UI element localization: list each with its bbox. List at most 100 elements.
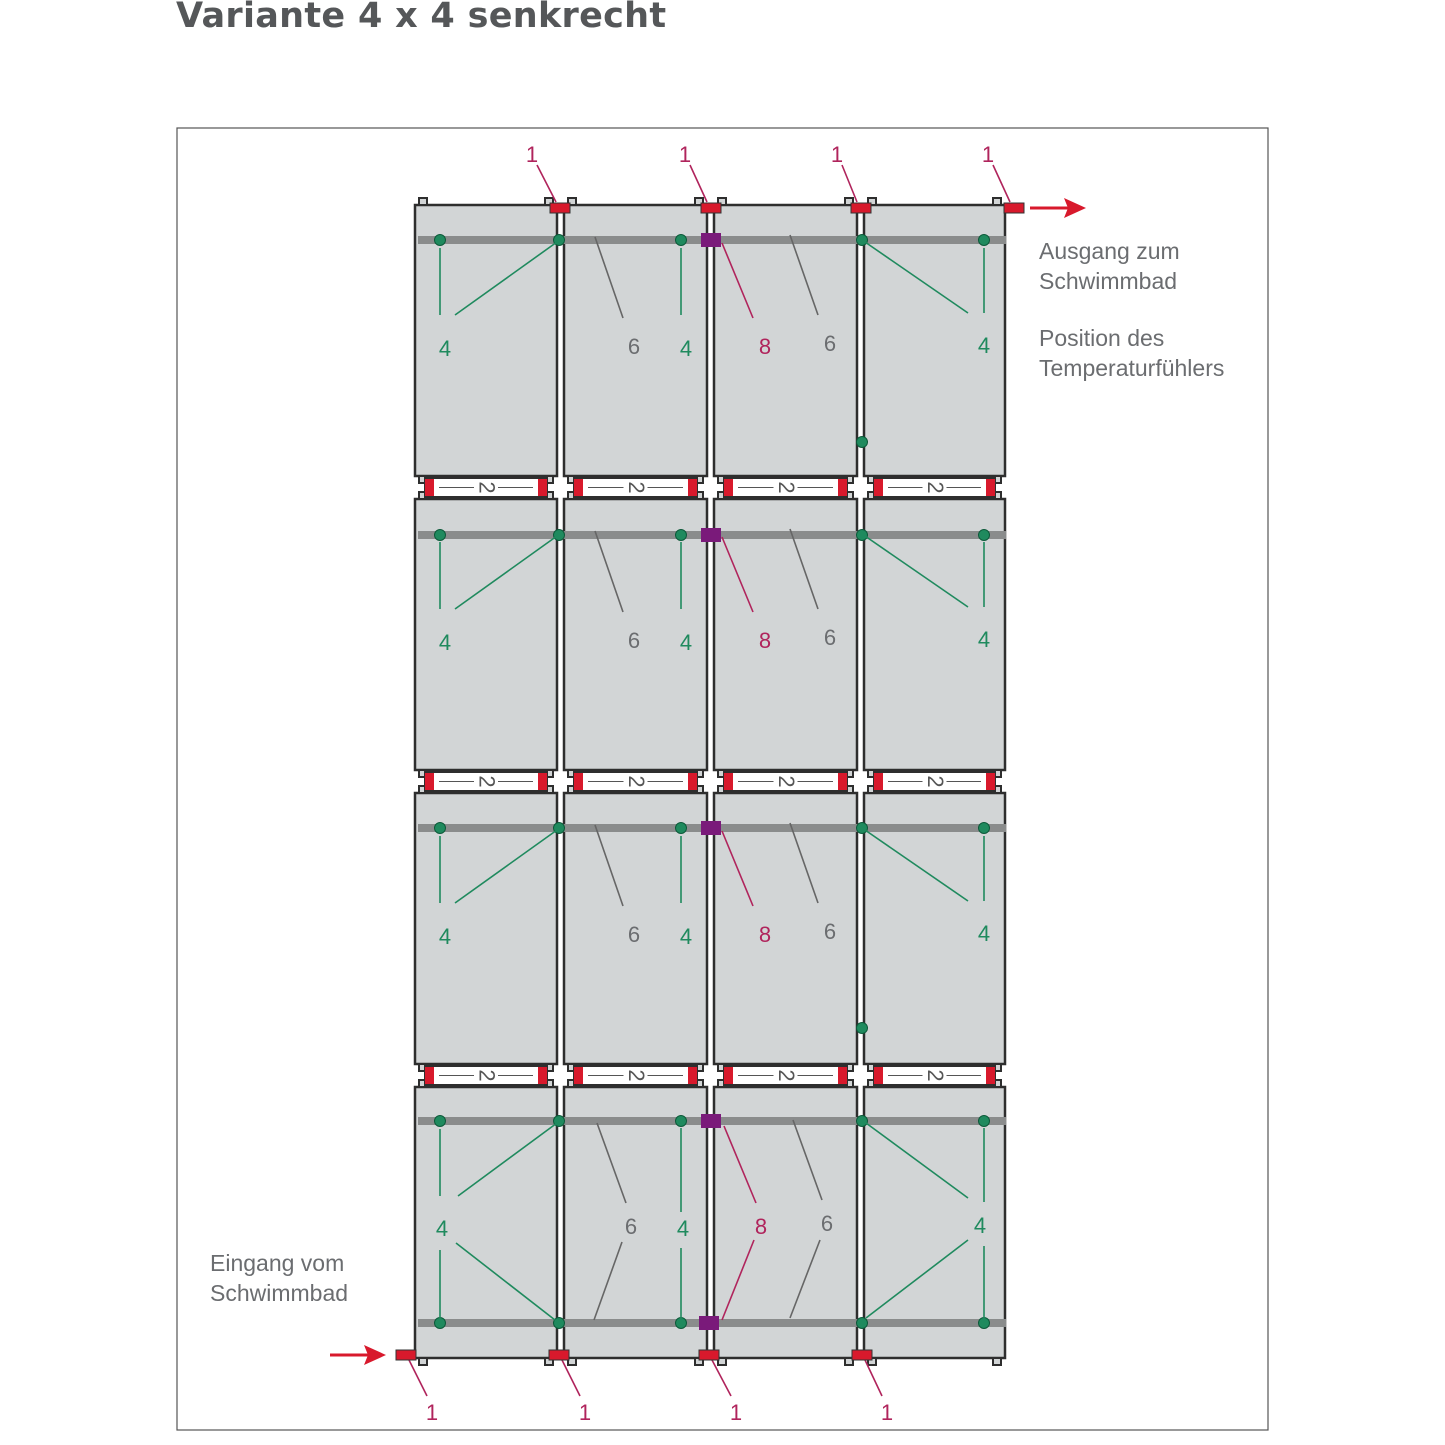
label-1: 1 — [831, 142, 843, 167]
label-8: 8 — [759, 628, 771, 653]
leader-line — [789, 528, 819, 610]
outlet-note-line1: Ausgang zum — [1039, 238, 1180, 264]
collector-panel — [562, 791, 709, 1066]
panel-notch — [544, 197, 554, 206]
panel-notch — [717, 197, 727, 206]
leader-line — [864, 1359, 883, 1397]
fastening-point — [856, 1115, 868, 1127]
leader-line — [792, 1119, 823, 1201]
leader-line — [454, 829, 558, 904]
label-4: 4 — [978, 333, 990, 358]
link-cap — [986, 1067, 995, 1084]
leader-line — [593, 1241, 623, 1321]
link-cap — [724, 479, 733, 496]
link-label-2: 2 — [923, 1069, 948, 1081]
leader-line — [594, 236, 624, 319]
label-4: 4 — [677, 1216, 689, 1241]
collector-panel — [862, 497, 1007, 772]
panel-notch — [717, 1357, 727, 1366]
link-cap — [724, 773, 733, 790]
leader-line — [864, 535, 969, 608]
link-label-2: 2 — [624, 1069, 649, 1081]
diagram-frame — [176, 127, 1269, 1431]
fastening-point — [856, 436, 868, 448]
label-8: 8 — [755, 1214, 767, 1239]
link-label-2: 2 — [774, 1069, 799, 1081]
fastening-point — [978, 1115, 990, 1127]
link-cap — [425, 479, 434, 496]
pipe-connector — [549, 202, 571, 214]
label-1: 1 — [579, 1400, 591, 1425]
fastening-point — [675, 234, 687, 246]
link-cap — [538, 773, 547, 790]
link-cap — [986, 479, 995, 496]
leader-line — [865, 1239, 969, 1319]
label-6: 6 — [824, 331, 836, 356]
label-6: 6 — [628, 628, 640, 653]
panel-notch — [567, 197, 577, 206]
panel-notch — [418, 1357, 428, 1366]
fastening-point — [553, 1317, 565, 1329]
inlet-arrow-head — [364, 1345, 386, 1365]
panel-notch — [844, 197, 854, 206]
leader-line — [865, 1122, 969, 1199]
fastening-point — [553, 529, 565, 541]
fastening-point — [434, 822, 446, 834]
fastening-point — [675, 822, 687, 834]
link-cap — [574, 773, 583, 790]
label-4: 4 — [439, 924, 451, 949]
collector-panel — [562, 203, 709, 478]
collector-panel — [413, 497, 559, 772]
leader-line — [596, 1122, 627, 1204]
link-label-2: 2 — [475, 775, 500, 787]
fastening-point — [978, 822, 990, 834]
leader-line — [864, 241, 969, 314]
leader-line — [789, 234, 819, 316]
label-4: 4 — [680, 924, 692, 949]
pipe-connector — [395, 1349, 417, 1361]
fastening-point — [434, 1115, 446, 1127]
temperature-sensor-position — [701, 233, 721, 247]
fastening-point — [434, 234, 446, 246]
leader-line — [594, 530, 624, 613]
link-cap — [838, 773, 847, 790]
pipe-connector — [1003, 202, 1025, 214]
fastening-point — [675, 529, 687, 541]
label-1: 1 — [730, 1400, 742, 1425]
panel-notch — [844, 1357, 854, 1366]
link-label-2: 2 — [624, 775, 649, 787]
link-cap — [688, 1067, 697, 1084]
outlet-arrow-head — [1064, 198, 1086, 218]
label-4: 4 — [436, 1216, 448, 1241]
leader-line — [536, 164, 557, 203]
link-cap — [724, 1067, 733, 1084]
link-label-2: 2 — [774, 775, 799, 787]
leader-line — [455, 1242, 556, 1321]
collector-panel — [712, 497, 859, 772]
label-4: 4 — [974, 1213, 986, 1238]
pipe-connector — [851, 1349, 873, 1361]
fastening-point — [978, 234, 990, 246]
panel-notch — [694, 197, 704, 206]
leader-line — [454, 241, 558, 316]
pipe-connector — [850, 202, 872, 214]
temperature-sensor-position — [701, 528, 721, 542]
link-cap — [874, 479, 883, 496]
link-cap — [874, 773, 883, 790]
fastening-point — [856, 529, 868, 541]
fastening-point — [856, 1022, 868, 1034]
label-1: 1 — [679, 142, 691, 167]
link-cap — [986, 773, 995, 790]
link-label-2: 2 — [475, 1069, 500, 1081]
collector-panel — [413, 791, 559, 1066]
panel-notch — [992, 197, 1002, 206]
label-1: 1 — [982, 142, 994, 167]
label-1: 1 — [526, 142, 538, 167]
label-1: 1 — [881, 1400, 893, 1425]
link-cap — [874, 1067, 883, 1084]
fastening-point — [675, 1115, 687, 1127]
leader-line — [721, 242, 754, 319]
sensor-note-line1: Position des — [1039, 325, 1164, 351]
leader-line — [721, 536, 754, 613]
